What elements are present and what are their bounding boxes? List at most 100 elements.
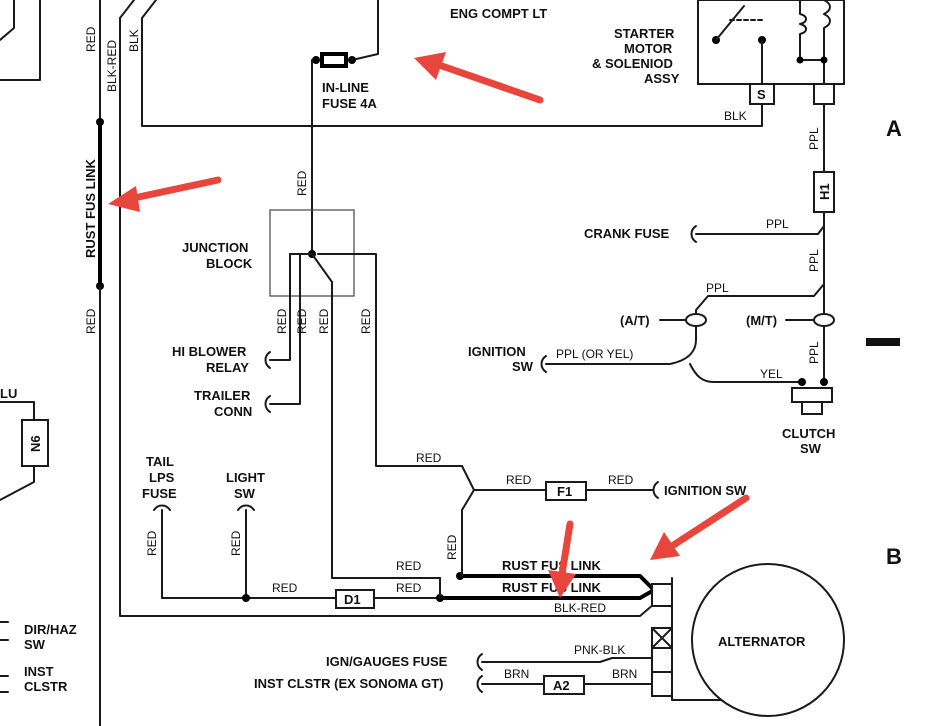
partial-box-top-left: [0, 0, 41, 81]
ignition-sw-left-label-1: IGNITION: [468, 344, 526, 359]
ppl-or-yel-wire: [545, 339, 697, 365]
starter-label-1: STARTER: [614, 26, 675, 41]
clutch-sw-label-2: SW: [800, 441, 822, 456]
wire-label-pnk-blk: PNK-BLK: [574, 643, 625, 657]
wire-label-ppl: PPL: [766, 217, 789, 231]
inst-clstr-leads: [0, 675, 9, 693]
pnk-blk-wire: [481, 657, 653, 663]
wire-label-red: RED: [317, 308, 331, 334]
ignition-sw-connector: [652, 481, 659, 499]
wire-label-blk-red: BLK-RED: [554, 601, 606, 615]
junction-block-label-2: BLOCK: [206, 256, 253, 271]
wire-label-brn: BRN: [612, 667, 637, 681]
wire-label-ppl-or-yel: PPL (OR YEL): [556, 347, 633, 361]
wire-label-red: RED: [229, 530, 243, 556]
ppl-wire-crank: [695, 211, 825, 235]
wire-label-red: RED: [295, 170, 309, 196]
clutch-sw-body: [791, 387, 833, 403]
fuse-feed-wire: [351, 0, 379, 61]
crank-fuse-label: CRANK FUSE: [584, 226, 670, 241]
wire-label-blk: BLK: [127, 29, 141, 52]
blk-wire: [141, 0, 763, 127]
inst-clstr-label-2: CLSTR: [24, 679, 68, 694]
ignition-sw-connector-left: [540, 355, 547, 373]
starter-label-3: & SOLENIOD: [592, 56, 673, 71]
rust-fus-link-left-label: RUST FUS LINK: [83, 158, 98, 258]
partial-component-top-left: [0, 0, 15, 41]
wire-label-ppl: PPL: [807, 127, 821, 150]
starter-terminal-s: [749, 83, 775, 105]
alternator-label: ALTERNATOR: [718, 634, 806, 649]
n6-wire-bottom: [0, 465, 35, 501]
wire-label-red: RED: [84, 308, 98, 334]
rust-fus-link-1-label: RUST FUS LINK: [502, 558, 602, 573]
at-label: (A/T): [620, 313, 650, 328]
hi-blower-connector: [264, 351, 271, 369]
hi-blower-relay-label-2: RELAY: [206, 360, 249, 375]
partial-lu-label: LU: [0, 386, 17, 401]
alternator-terminal-x: [651, 627, 673, 649]
inst-clstr-ex-connector: [476, 675, 483, 693]
wire-label-yel: YEL: [760, 367, 783, 381]
at-connector: [685, 313, 707, 327]
solenoid-coil-1: [799, 0, 825, 61]
inline-fuse-element: [324, 56, 344, 64]
trailer-conn-label-2: CONN: [214, 404, 252, 419]
red-wire-hi-blower: [269, 253, 291, 361]
clutch-sw-label-1: CLUTCH: [782, 426, 835, 441]
starter-terminal-s-label: S: [757, 87, 766, 102]
starter-label-4: ASSY: [644, 71, 680, 86]
wire-label-red: RED: [272, 581, 298, 595]
red-wire-to-f1: [317, 253, 475, 491]
dir-haz-leads: [0, 621, 9, 641]
wire-label-ppl: PPL: [807, 249, 821, 272]
n6-wire-top: [0, 401, 35, 421]
connector-d1-label: D1: [344, 592, 361, 607]
mt-label: (M/T): [746, 313, 777, 328]
wire-label-ppl: PPL: [706, 281, 729, 295]
alternator-terminal-brn: [651, 671, 673, 697]
starter-terminal-ppl: [813, 83, 835, 105]
yel-wire: [689, 363, 801, 383]
alternator-terminal-pnk: [651, 647, 673, 673]
wire-label-red: RED: [506, 473, 532, 487]
inst-clstr-label-1: INST: [24, 664, 54, 679]
inst-clstr-ex-label: INST CLSTR (EX SONOMA GT): [254, 676, 443, 691]
hi-blower-relay-label-1: HI BLOWER: [172, 344, 247, 359]
trailer-connector: [264, 395, 271, 413]
eng-compt-lt-label: ENG COMPT LT: [450, 6, 547, 21]
mt-connector: [813, 313, 835, 327]
red-wire-tail-lps: [161, 509, 337, 599]
splice-dot: [96, 118, 104, 126]
annotation-arrow-rust-fus-link-right: [650, 494, 750, 560]
light-sw-label-1: LIGHT: [226, 470, 265, 485]
tail-lps-fuse-label-3: FUSE: [142, 486, 177, 501]
connector-f1-label: F1: [557, 484, 572, 499]
clutch-sw-plunger: [801, 401, 823, 415]
light-sw-connector: [237, 504, 255, 511]
wire-label-red: RED: [275, 308, 289, 334]
ignition-sw-left-label-2: SW: [512, 359, 534, 374]
fuse-terminal: [348, 56, 356, 64]
wire-label-red: RED: [295, 308, 309, 334]
wire-label-red: RED: [396, 581, 422, 595]
connector-n6-label: N6: [28, 435, 43, 452]
tail-lps-fuse-label-2: LPS: [149, 470, 175, 485]
ign-gauges-connector: [476, 653, 483, 671]
wire-label-red: RED: [416, 451, 442, 465]
alternator-terminal-bat: [651, 583, 673, 607]
wire-label-blk-red: BLK-RED: [105, 40, 119, 92]
inline-fuse-label-1: IN-LINE: [322, 80, 369, 95]
tail-lps-connector: [153, 504, 171, 511]
annotation-arrow-rust-fus-link-down: [548, 520, 576, 598]
solenoid-coil-2: [823, 0, 831, 87]
tail-lps-fuse-label-1: TAIL: [146, 454, 174, 469]
crank-fuse-connector: [690, 225, 697, 243]
connector-h1-label: H1: [817, 183, 832, 200]
wire-label-red: RED: [145, 530, 159, 556]
wire-label-red: RED: [84, 26, 98, 52]
blk-red-wire: [119, 0, 655, 617]
wire-label-red: RED: [608, 473, 634, 487]
